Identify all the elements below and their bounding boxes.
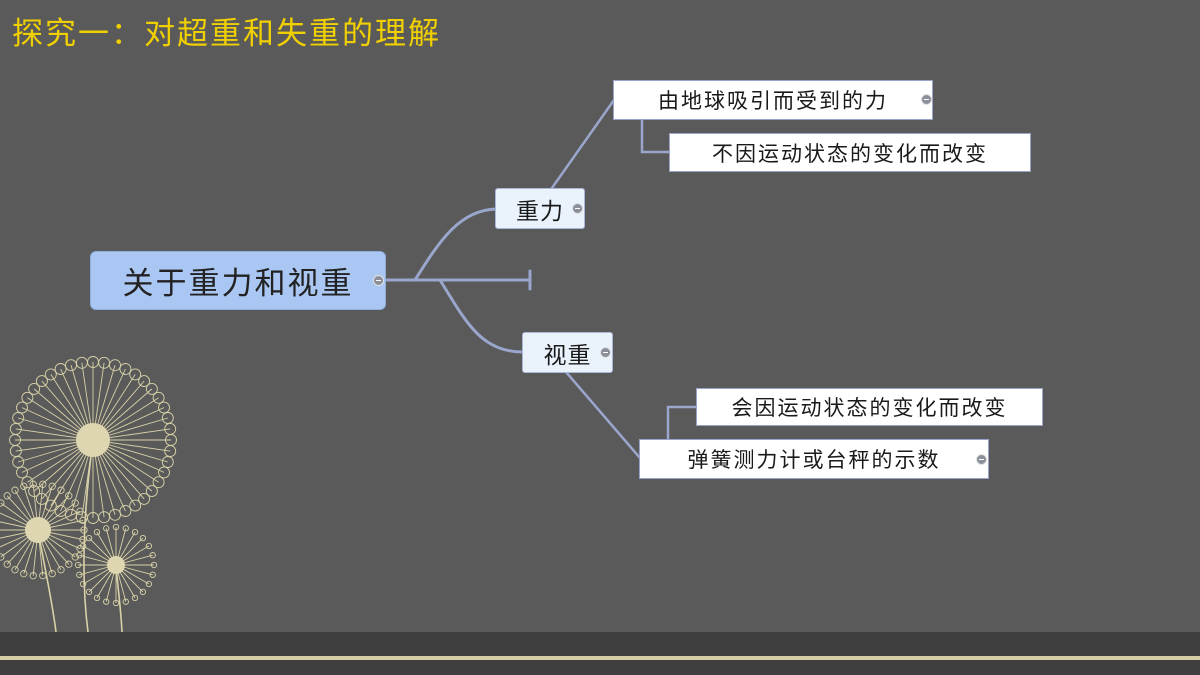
gravity-definition-label: 由地球吸引而受到的力 (658, 89, 888, 113)
branch-gravity[interactable]: 重力 (495, 188, 585, 229)
central-topic-label: 关于重力和视重 (122, 266, 354, 302)
connector-apparent-to-definition (565, 371, 641, 459)
collapse-icon[interactable] (600, 347, 611, 358)
apparent-weight-definition[interactable]: 弹簧测力计或台秤的示数 (639, 439, 989, 479)
connector-to-gravity (413, 207, 498, 282)
central-topic[interactable]: 关于重力和视重 (90, 251, 386, 310)
collapse-icon[interactable] (373, 275, 384, 286)
apparent-weight-note[interactable]: 会因运动状态的变化而改变 (696, 388, 1043, 426)
dandelion-center-medium (25, 517, 51, 543)
branch-apparent-weight-label: 视重 (543, 342, 592, 369)
connector-definition-to-note (640, 120, 670, 154)
connector-definition-to-note-2 (666, 405, 697, 440)
connector-to-apparent-weight (438, 278, 525, 354)
footer-divider (0, 656, 1200, 660)
branch-apparent-weight[interactable]: 视重 (522, 332, 613, 373)
dandelion-center-small (107, 556, 125, 574)
dandelion-center-large (76, 423, 110, 457)
connector-gravity-to-definition (538, 99, 616, 206)
gravity-note[interactable]: 不因运动状态的变化而改变 (669, 133, 1031, 172)
collapse-icon[interactable] (976, 454, 987, 465)
apparent-weight-definition-label: 弹簧测力计或台秤的示数 (687, 448, 941, 472)
branch-gravity-label: 重力 (516, 198, 564, 225)
apparent-weight-note-label: 会因运动状态的变化而改变 (731, 396, 1008, 420)
slide-title: 探究一：对超重和失重的理解 (12, 16, 441, 52)
gravity-definition[interactable]: 由地球吸引而受到的力 (613, 80, 933, 120)
collapse-icon[interactable] (572, 203, 583, 214)
footer-bar (0, 632, 1200, 675)
gravity-note-label: 不因运动状态的变化而改变 (712, 141, 988, 166)
collapse-icon[interactable] (921, 94, 932, 105)
